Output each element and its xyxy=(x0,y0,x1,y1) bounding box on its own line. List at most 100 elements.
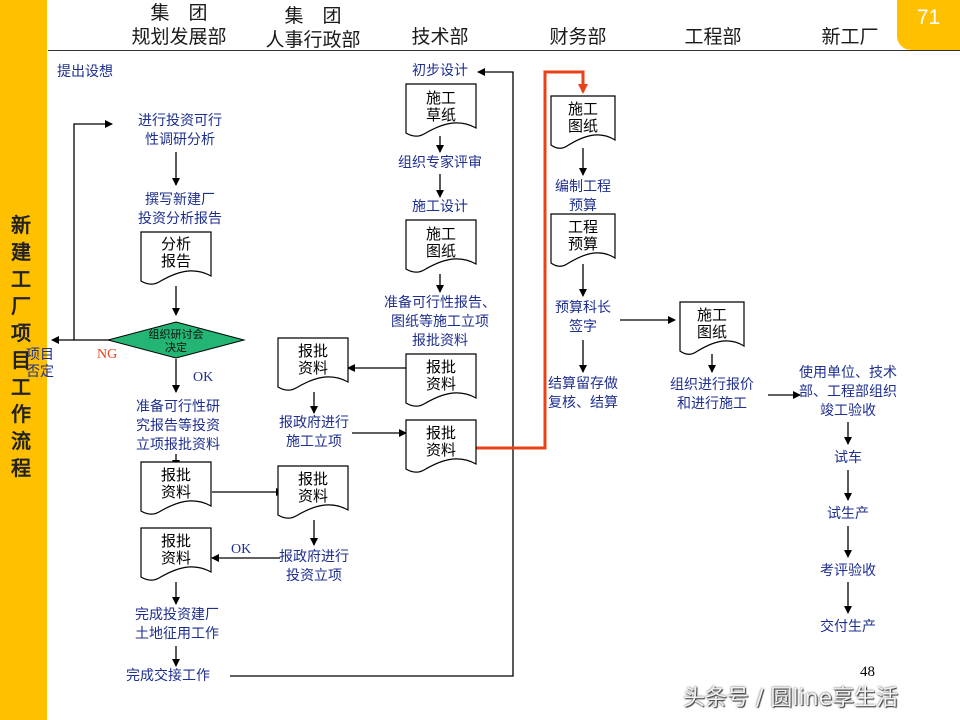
doc-construction-drawing-eng-label: 施工 图纸 xyxy=(680,307,744,341)
step-line: 预算 xyxy=(569,198,597,214)
doc-line: 施工 xyxy=(696,306,727,324)
step-prepare-feasibility: 准备可行性研 究报告等投资 立项报批资料 xyxy=(110,398,246,455)
doc-line: 施工 xyxy=(567,100,598,118)
sidebar-title-char: 建 xyxy=(11,240,31,264)
dept-header-line2: 技术部 xyxy=(411,26,469,48)
dept-header-line2: 人事行政部 xyxy=(265,29,361,51)
doc-line: 资料 xyxy=(425,441,456,459)
dept-new-factory-header: 新工厂 xyxy=(805,25,895,49)
dept-header-line2: 新工厂 xyxy=(821,26,879,48)
doc-analysis-report xyxy=(140,231,212,285)
step-prepare-budget: 编制工程 预算 xyxy=(538,178,628,216)
dept-tech-header: 技术部 xyxy=(395,25,485,49)
doc-construction-draft-label: 施工 草纸 xyxy=(406,90,476,124)
doc-line: 报批 xyxy=(160,466,191,484)
step-line: 准备可行性报告、 xyxy=(384,295,496,311)
decision-label: 组织研讨会 决定 xyxy=(126,328,226,354)
step-line: 编制工程 xyxy=(555,179,611,195)
step-construction-design: 施工设计 xyxy=(412,199,468,215)
highlight-arrow-to-finance xyxy=(474,70,588,450)
page-number: 48 xyxy=(860,664,875,680)
step-line: 性调研分析 xyxy=(145,132,215,148)
step-line: 报批资料 xyxy=(412,333,468,349)
step-line: 立项报批资料 xyxy=(136,437,220,453)
doc-approval-plan-2-label: 报批 资料 xyxy=(141,533,211,567)
step-trial-production: 试生产 xyxy=(827,506,869,522)
doc-line: 图纸 xyxy=(567,117,598,135)
doc-project-budget-label: 工程 预算 xyxy=(551,219,615,253)
doc-construction-drawing-tech xyxy=(405,219,477,273)
step-line: 预算科长 xyxy=(555,300,611,316)
doc-line: 草纸 xyxy=(425,106,456,124)
dept-header-line1: 集 团 xyxy=(284,5,342,27)
doc-line: 报批 xyxy=(160,532,191,550)
doc-approval-plan-1-label: 报批 资料 xyxy=(141,467,211,501)
step-line: 和进行施工 xyxy=(677,396,747,412)
step-delivery: 交付生产 xyxy=(820,619,876,635)
step-budget-sign: 预算科长 签字 xyxy=(538,299,628,337)
doc-approval-tech-1-label: 报批 资料 xyxy=(406,359,476,393)
dept-header-line2: 财务部 xyxy=(549,26,607,48)
arrow-handover-to-design xyxy=(230,68,514,677)
step-line: 图纸等施工立项 xyxy=(391,314,489,330)
doc-construction-drawing-tech-label: 施工 图纸 xyxy=(406,226,476,260)
step-line: 结算留存做 xyxy=(548,376,618,392)
step-line: 否定 xyxy=(26,364,54,380)
doc-construction-drawing-eng xyxy=(679,301,745,355)
doc-line: 分析 xyxy=(160,235,191,253)
step-complete-handover: 完成交接工作 xyxy=(126,668,210,684)
step-line: 组织进行报价 xyxy=(670,377,754,393)
doc-approval-hr-1 xyxy=(277,337,349,391)
sidebar-title-char: 作 xyxy=(11,402,31,426)
dept-finance-header: 财务部 xyxy=(533,25,623,49)
step-line: 项目 xyxy=(26,347,54,363)
doc-line: 资料 xyxy=(425,375,456,393)
step-expert-review: 组织专家评审 xyxy=(398,155,482,171)
ok-label-return: OK xyxy=(231,542,252,557)
sidebar-title-char: 程 xyxy=(11,456,31,480)
step-evaluation: 考评验收 xyxy=(820,563,876,579)
step-project-veto: 项目 否定 xyxy=(20,347,60,381)
step-line: 报政府进行 xyxy=(279,415,349,431)
step-line: 部、工程部组织 xyxy=(799,384,897,400)
dept-header-line2: 规划发展部 xyxy=(131,26,227,48)
sidebar-title: 新 建 工 厂 项 目 工 作 流 程 xyxy=(7,212,35,482)
doc-approval-hr-2 xyxy=(277,465,349,519)
step-acceptance: 使用单位、技术 部、工程部组织 竣工验收 xyxy=(788,364,908,421)
dept-engineering-header: 工程部 xyxy=(668,25,758,49)
doc-approval-plan-1 xyxy=(140,461,212,515)
step-tender-construct: 组织进行报价 和进行施工 xyxy=(662,376,762,414)
sidebar-title-char: 工 xyxy=(11,267,31,291)
doc-project-budget xyxy=(550,213,616,267)
step-trial-run: 试车 xyxy=(834,450,862,466)
ok-label-decision: OK xyxy=(193,370,214,385)
step-prepare-construction-docs: 准备可行性报告、 图纸等施工立项 报批资料 xyxy=(370,294,510,351)
dept-hr-admin-header: 集 团 人事行政部 xyxy=(254,4,372,52)
doc-line: 报批 xyxy=(297,342,328,360)
doc-line: 资料 xyxy=(160,483,191,501)
doc-line: 报告 xyxy=(160,252,191,270)
doc-approval-tech-1 xyxy=(405,353,477,407)
doc-construction-drawing-fin xyxy=(550,95,616,149)
step-feasibility-study: 进行投资可行 性调研分析 xyxy=(115,112,245,150)
dept-header-line1: 集 团 xyxy=(150,2,208,24)
page-badge-number: 71 xyxy=(916,6,941,29)
step-write-report: 撰写新建厂 投资分析报告 xyxy=(115,191,245,229)
step-preliminary-design: 初步设计 xyxy=(412,63,468,79)
step-line: 撰写新建厂 xyxy=(145,192,215,208)
doc-line: 报批 xyxy=(297,470,328,488)
doc-approval-plan-2 xyxy=(140,527,212,581)
doc-line: 工程 xyxy=(567,218,598,236)
arrow-ng-loop xyxy=(73,120,113,341)
page-badge: 71 xyxy=(897,0,960,50)
step-gov-construction-approval: 报政府进行 施工立项 xyxy=(262,414,366,452)
doc-line: 施工 xyxy=(425,225,456,243)
step-line: 使用单位、技术 xyxy=(799,365,897,381)
step-line: 准备可行性研 xyxy=(136,399,220,415)
sidebar-title-char: 厂 xyxy=(11,294,31,318)
sidebar-title-char: 新 xyxy=(11,213,31,237)
step-line: 竣工验收 xyxy=(820,403,876,419)
doc-line: 图纸 xyxy=(425,242,456,260)
watermark: 头条号 / 圆line享生活 xyxy=(683,686,899,711)
